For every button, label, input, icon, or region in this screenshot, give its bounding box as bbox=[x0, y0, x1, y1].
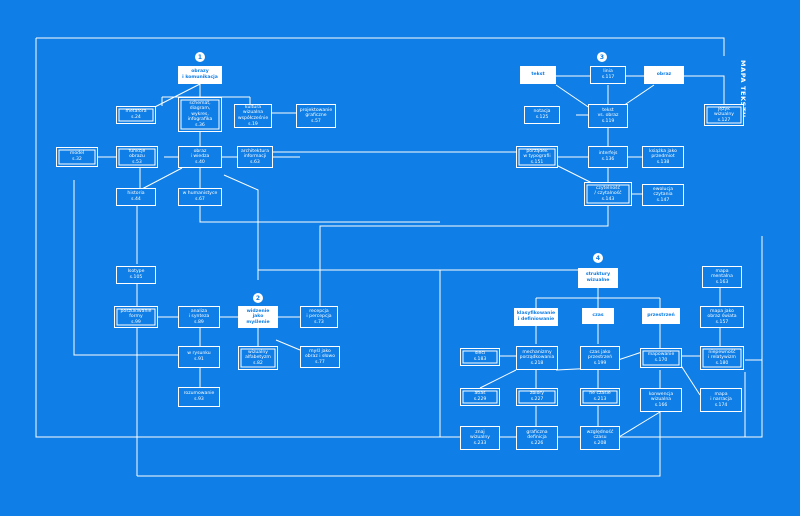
node-niepewnosc[interactable]: niepewność i relatywizm s.180 bbox=[700, 346, 744, 370]
node-funkcje[interactable]: funkcje obrazu s.53 bbox=[116, 146, 158, 168]
node-czytelnosc[interactable]: czytelność / czytalność s.143 bbox=[584, 182, 632, 206]
node-ksiazka[interactable]: książka jako przedmiot s.138 bbox=[642, 146, 684, 168]
node-mysl[interactable]: myśl jako obraz i słowo s.77 bbox=[300, 346, 340, 368]
node-ne-czasie[interactable]: ne czasie s.213 bbox=[580, 388, 620, 406]
section-number-4: 4 bbox=[593, 253, 603, 263]
node-mapowanie[interactable]: mapowanie s.170 bbox=[640, 348, 682, 368]
node-linia[interactable]: linia s.117 bbox=[590, 66, 626, 84]
node-obrazy[interactable]: obrazy i komunikacja bbox=[178, 66, 222, 84]
node-jezyk[interactable]: język wizualny s.127 bbox=[704, 104, 744, 126]
node-struktury[interactable]: struktury wizualne bbox=[578, 268, 618, 288]
node-model[interactable]: model s.32 bbox=[56, 147, 98, 167]
node-interfejs[interactable]: interfejs s.136 bbox=[588, 146, 628, 168]
node-klasyfikowanie[interactable]: klasyfikowanie i definiowanie bbox=[514, 308, 558, 326]
node-rozumowanie[interactable]: rozumowanie s.93 bbox=[178, 387, 220, 407]
node-projektowanie[interactable]: projektowanie graficzne s.57 bbox=[296, 104, 336, 128]
node-mechanizmy[interactable]: mechanizmy porządkowania s.218 bbox=[516, 346, 558, 370]
node-tekst[interactable]: tekst bbox=[520, 66, 556, 84]
node-zbiory[interactable]: zbiory s.227 bbox=[516, 388, 558, 406]
node-humanistyce[interactable]: w humanistyce s.67 bbox=[178, 188, 222, 206]
node-graficzna-def[interactable]: graficzna definicja s.226 bbox=[516, 426, 558, 450]
node-porzadek[interactable]: porządek w typografii s.151 bbox=[516, 146, 558, 168]
node-tekst-obraz[interactable]: tekst vs. obraz s.119 bbox=[588, 104, 628, 128]
section-number-2: 2 bbox=[253, 293, 263, 303]
node-mapa-obraz[interactable]: mapa jako obraz świata s.157 bbox=[700, 306, 744, 328]
node-obraz-wiedza[interactable]: obraz i wiedza s.40 bbox=[178, 146, 222, 168]
node-ewolucja[interactable]: ewolucja czytania s.147 bbox=[642, 184, 684, 206]
node-czas-jako[interactable]: czas jako przestrzeń s.199 bbox=[580, 346, 620, 370]
node-metafora[interactable]: metafora s.24 bbox=[116, 106, 156, 124]
node-kultura[interactable]: kultura wizualna współcześnie s.19 bbox=[234, 104, 272, 128]
node-znaj[interactable]: znaj wizualny s.233 bbox=[460, 426, 500, 450]
node-obraz[interactable]: obraz bbox=[644, 66, 684, 84]
node-czas[interactable]: czas bbox=[582, 308, 614, 324]
node-wzglednosc[interactable]: względność czasu s.208 bbox=[580, 426, 620, 450]
node-przestrzen[interactable]: przestrzeń bbox=[642, 308, 680, 324]
section-number-1: 1 bbox=[195, 52, 205, 62]
node-sieci[interactable]: sieci s.183 bbox=[460, 348, 500, 366]
node-isotype[interactable]: Isotype s.105 bbox=[116, 266, 156, 284]
node-notacja[interactable]: notacja s.125 bbox=[524, 106, 560, 124]
node-konwencja[interactable]: konwencja wizualna s.166 bbox=[640, 388, 682, 412]
node-mapa-narracja[interactable]: mapa i narracja s.174 bbox=[700, 388, 742, 412]
section-number-3: 3 bbox=[597, 52, 607, 62]
node-alfabetyzm[interactable]: wizualny alfabetyzm s.82 bbox=[238, 346, 278, 370]
node-recepcja[interactable]: recepcja i percepcja s.73 bbox=[300, 306, 338, 328]
node-analiza[interactable]: analiza i synteza s.89 bbox=[178, 306, 220, 328]
node-poszukiwanie[interactable]: poszukiwanie formy s.99 bbox=[114, 306, 158, 328]
node-widzenie[interactable]: widzenie jako myślenie bbox=[238, 306, 278, 328]
node-architektura[interactable]: architektura informacji s.63 bbox=[237, 146, 273, 168]
node-historia[interactable]: historia s.44 bbox=[116, 188, 156, 206]
node-schemat[interactable]: schemat, diagram, wykres, infografika s.… bbox=[178, 97, 222, 132]
node-mapa-mentalna[interactable]: mapa mentalna s.163 bbox=[702, 266, 742, 288]
node-atlas[interactable]: atlas s.229 bbox=[460, 388, 500, 406]
node-w-rysunku[interactable]: w rysunku s.91 bbox=[178, 346, 220, 368]
